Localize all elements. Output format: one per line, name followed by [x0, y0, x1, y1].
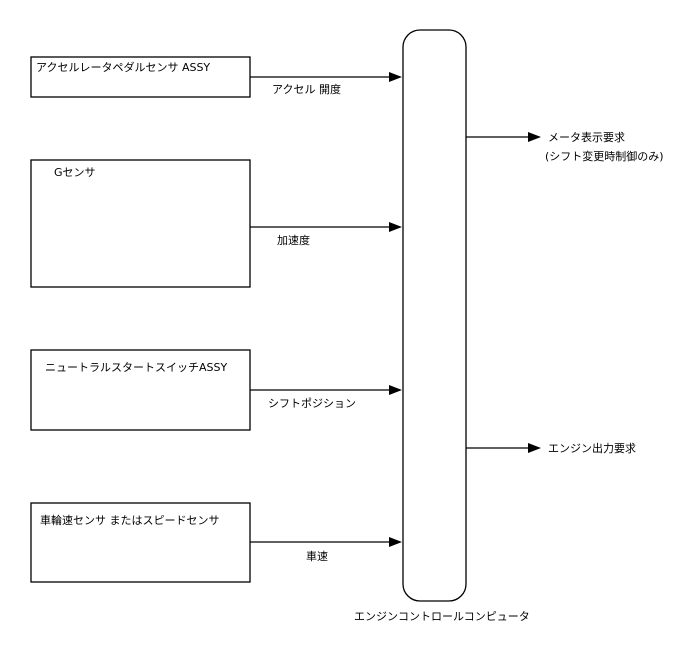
signal-accelerator-opening: アクセル 開度 [250, 72, 402, 96]
input-block-neutral-start-switch: ニュートラルスタートスイッチASSY [30, 349, 251, 431]
accelerator-signal-label: アクセル 開度 [272, 82, 341, 96]
acceleration-signal-label: 加速度 [277, 233, 310, 247]
wheel-speed-sensor-box [30, 502, 251, 583]
output-engine-output-request: エンジン出力要求 [466, 441, 636, 455]
vehicle-speed-signal-arrowhead [389, 537, 402, 547]
input-block-accelerator-pedal-sensor: アクセルレータペダルセンサ ASSY [30, 56, 251, 98]
accelerator-pedal-sensor-box [30, 56, 251, 98]
shift-position-signal-label: シフトポジション [268, 397, 356, 410]
signal-acceleration: 加速度 [250, 222, 402, 247]
shift-position-signal-arrowhead [389, 385, 402, 395]
engine-output-request-arrowhead [528, 443, 541, 453]
meter-display-request-label: メータ表示要求 [548, 130, 625, 144]
engine-control-computer-label: エンジンコントロールコンピュータ [354, 610, 530, 623]
engine-control-computer: エンジンコントロールコンピュータ [354, 29, 530, 623]
signal-vehicle-speed: 車速 [250, 537, 402, 563]
acceleration-signal-arrowhead [389, 222, 402, 232]
accelerator-signal-arrowhead [389, 72, 402, 82]
engine-output-request-label: エンジン出力要求 [548, 441, 636, 455]
signal-shift-position: シフトポジション [250, 385, 402, 410]
neutral-start-switch-label: ニュートラルスタートスイッチASSY [45, 361, 227, 374]
engine-control-computer-box [402, 29, 467, 602]
output-meter-display-request: メータ表示要求 (シフト変更時制御のみ) [466, 130, 664, 163]
meter-display-request-note: (シフト変更時制御のみ) [545, 149, 664, 163]
input-block-g-sensor: Gセンサ [30, 159, 251, 288]
meter-display-request-arrowhead [528, 132, 541, 142]
input-block-wheel-speed-sensor: 車輪速センサ またはスピードセンサ [30, 502, 251, 583]
vehicle-speed-signal-label: 車速 [306, 549, 328, 563]
neutral-start-switch-box [30, 349, 251, 431]
g-sensor-label: Gセンサ [54, 166, 96, 179]
accelerator-pedal-sensor-label: アクセルレータペダルセンサ ASSY [36, 60, 210, 74]
g-sensor-box [30, 159, 251, 288]
wheel-speed-sensor-label: 車輪速センサ またはスピードセンサ [40, 513, 220, 527]
